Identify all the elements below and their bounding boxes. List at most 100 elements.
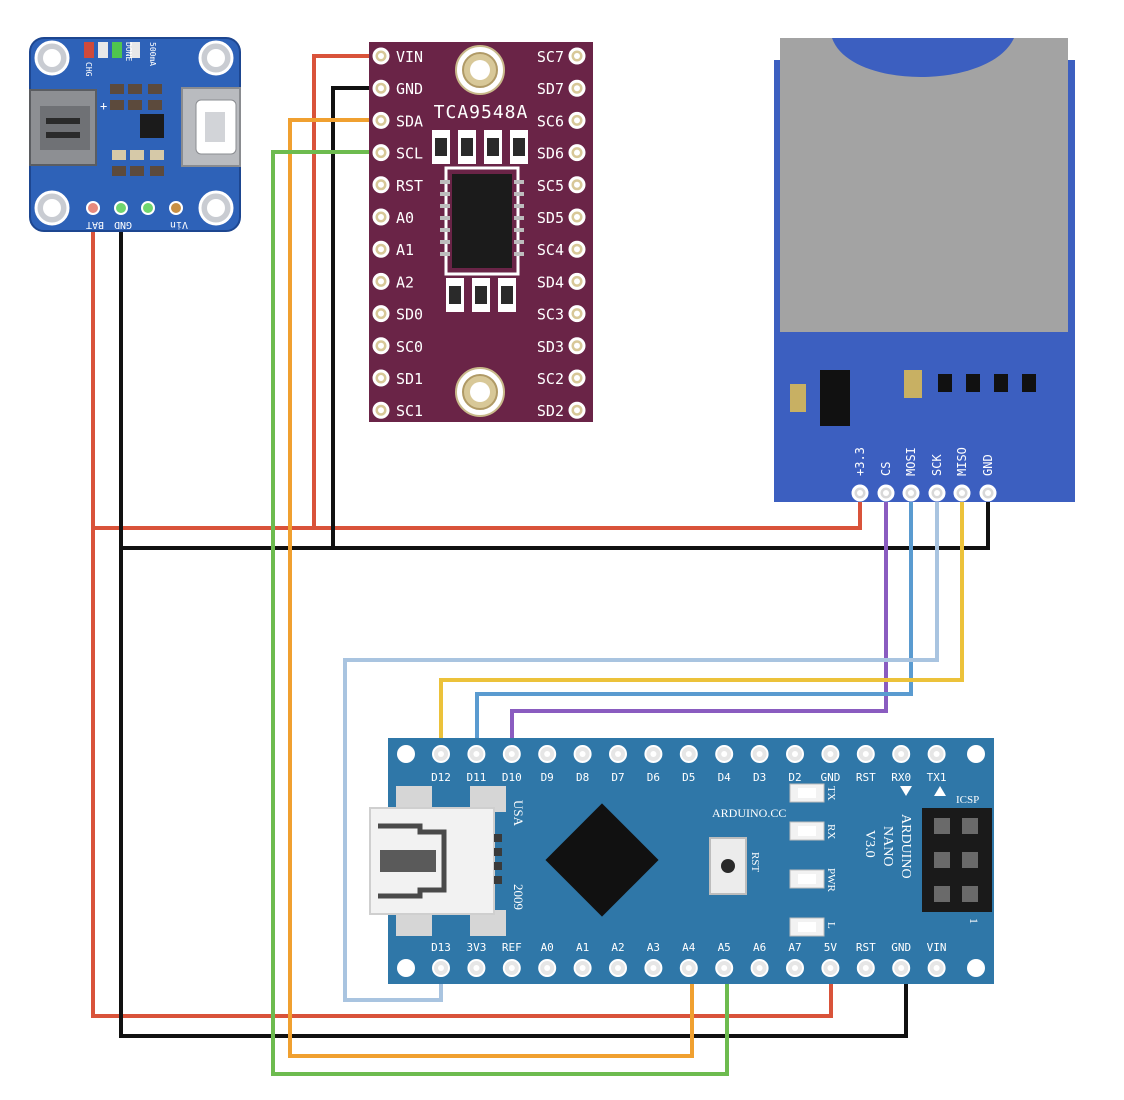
mux-pin-label-sd6: SD6 <box>537 145 564 163</box>
sd-regulator <box>820 370 850 426</box>
arduino-nano-board: USA 2009 ARDUINO.CC RST TX RX PWR L ARDU… <box>369 738 994 984</box>
nano-pin-label-a3-bottom: A3 <box>647 941 660 954</box>
nano-pin-label-gnd-bottom: GND <box>891 941 911 954</box>
mount-hole <box>397 959 415 977</box>
mux-pin-label-sd2: SD2 <box>537 402 564 420</box>
nano-pin-label-vin-bottom: VIN <box>927 941 947 954</box>
nano-pin-label-d5-top: D5 <box>682 771 695 784</box>
mux-pin-label-sd0: SD0 <box>396 306 423 324</box>
year-label: 2009 <box>511 884 526 910</box>
sd-card-slot <box>780 38 1068 332</box>
mux-pin-label-a2: A2 <box>396 273 414 291</box>
nano-pin-label-d10-top: D10 <box>502 771 522 784</box>
nano-pin-label-d8-top: D8 <box>576 771 589 784</box>
nano-pin-label-d13-bottom: D13 <box>431 941 451 954</box>
mini-usb-connector <box>369 786 506 936</box>
rx-arrow <box>900 786 912 796</box>
nano-pin-label-d6-top: D6 <box>647 771 660 784</box>
wires <box>91 54 990 1076</box>
nano-pin-label-a4-bottom: A4 <box>682 941 696 954</box>
reset-button[interactable] <box>709 837 747 895</box>
nano-pin-label-5v-bottom: 5V <box>824 941 838 954</box>
mount-hole <box>967 959 985 977</box>
resistor-array-top <box>432 130 528 164</box>
nano-pin-label-d4-top: D4 <box>718 771 732 784</box>
vin-label: Vin <box>170 219 188 230</box>
tx-arrow <box>934 786 946 796</box>
mux-pin-label-rst: RST <box>396 177 423 195</box>
sd-pin-label-cs: CS <box>879 462 893 476</box>
mux-pin-label-gnd: GND <box>396 80 423 98</box>
nano-pin-label-a1-bottom: A1 <box>576 941 589 954</box>
gnd-label: GND <box>114 219 132 230</box>
wire-orange-sda <box>288 118 694 1058</box>
wire-lightblue-sck <box>343 495 939 1002</box>
nano-pin-label-gnd-top: GND <box>820 771 840 784</box>
nano-pin-label-d12-top: D12 <box>431 771 451 784</box>
model-line-2: NANO <box>880 826 895 866</box>
chg-led <box>84 42 94 58</box>
nano-pin-label-d2-top: D2 <box>788 771 801 784</box>
l-led-label: L <box>825 922 837 929</box>
mux-pin-label-sd3: SD3 <box>537 338 564 356</box>
tx-led-label: TX <box>825 786 837 801</box>
mux-pin-label-sd1: SD1 <box>396 370 423 388</box>
wire-red-charger-bat <box>91 222 833 1018</box>
sd-pin-label-miso: MISO <box>955 447 969 476</box>
chg-label: CHG <box>84 62 93 77</box>
done-led <box>112 42 122 58</box>
mux-pin-label-sc5: SC5 <box>537 177 564 195</box>
model-line-3: V3.0 <box>862 830 877 858</box>
mux-pin-label-sda: SDA <box>396 112 423 130</box>
nano-pin-label-ref-bottom: REF <box>502 941 522 954</box>
nano-pin-label-a7-bottom: A7 <box>788 941 801 954</box>
bat-pad <box>86 201 100 215</box>
wire-black-charger-gnd <box>119 222 908 1038</box>
status-leds <box>789 783 825 937</box>
mux-chip <box>452 174 512 268</box>
mux-pin-label-scl: SCL <box>396 145 423 163</box>
nano-pin-label-rx0-top: RX0 <box>891 771 911 784</box>
nano-pin-label-a6-bottom: A6 <box>753 941 766 954</box>
mux-pin-label-sc2: SC2 <box>537 370 564 388</box>
vin-pad-2 <box>169 201 183 215</box>
nano-pin-label-a2-bottom: A2 <box>611 941 624 954</box>
lipo-charger-board: + CHG DONE 500mA <box>29 37 241 232</box>
nano-pin-label-d9-top: D9 <box>541 771 554 784</box>
wire-purple-cs <box>510 495 888 750</box>
tca9548a-board: TCA9548A VINGNDSDASCLRSTA0A1A2SD0SC0SD1S… <box>369 42 593 422</box>
wire-blue-mosi <box>475 495 913 750</box>
done-label: DONE <box>124 42 133 61</box>
wire-yellow-miso <box>439 495 964 750</box>
mux-pin-label-sc6: SC6 <box>537 112 564 130</box>
bat-label: BAT <box>86 219 104 230</box>
model-line-1: ARDUINO <box>898 814 913 879</box>
sd-pin-label-gnd: GND <box>981 454 995 476</box>
usa-label: USA <box>511 800 526 827</box>
sd-pin-label-3-3: +3.3 <box>853 447 867 476</box>
icsp-header <box>922 808 992 912</box>
mux-pin-label-sc1: SC1 <box>396 402 423 420</box>
nano-pin-label-tx1-top: TX1 <box>927 771 947 784</box>
mux-pin-label-a1: A1 <box>396 241 414 259</box>
mux-pin-label-sc4: SC4 <box>537 241 564 259</box>
icsp-pin1-label: 1 <box>967 918 981 924</box>
mount-hole <box>397 745 415 763</box>
mux-pin-label-sc0: SC0 <box>396 338 423 356</box>
nano-pin-label-a5-bottom: A5 <box>718 941 731 954</box>
mux-pin-label-sd7: SD7 <box>537 80 564 98</box>
nano-pin-label-d3-top: D3 <box>753 771 766 784</box>
nano-pin-label-a0-bottom: A0 <box>541 941 554 954</box>
rx-led-label: RX <box>825 824 837 839</box>
sd-pin-label-sck: SCK <box>930 454 944 476</box>
wire-red-mux-vin <box>312 54 372 528</box>
resistor-array-bottom <box>446 278 516 312</box>
mux-chip-outline <box>444 166 520 276</box>
wire-red-rail <box>93 495 862 530</box>
pwr-led-label: PWR <box>825 868 837 893</box>
